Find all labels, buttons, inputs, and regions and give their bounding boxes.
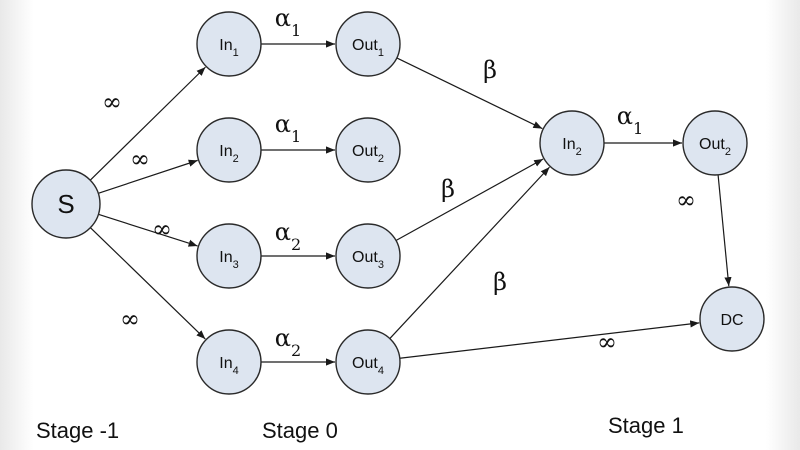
node-circle [335,117,401,183]
node-in4: In4 [196,329,262,395]
edge-weight-label: β [441,175,455,203]
edge-out4-to-dc [399,320,700,359]
node-circle [196,117,262,183]
edge-s-to-in1 [89,66,206,181]
node-circle [31,169,101,239]
node-s: S [31,169,101,239]
edge-weight-label: α2 [275,218,301,254]
edge-s-to-in2a [98,159,198,194]
node-dc: DC [699,286,765,352]
node-circle [196,329,262,395]
node-label: S [57,189,74,219]
edges-layer [89,40,732,366]
edge-out3-to-in2b [395,158,544,242]
node-out2a: Out2 [335,117,401,183]
edge-out4-to-in2b [389,166,550,339]
stage-minus1-label: Stage -1 [36,418,120,443]
node-circle [335,11,401,77]
edge-s-to-in3 [98,213,198,247]
node-circle [699,286,765,352]
stage-1-label: Stage 1 [608,413,684,438]
node-in2b: In2 [539,110,605,176]
edge-weight-label: β [483,56,497,84]
edge-weight-label: α1 [275,4,301,40]
stage-0-label: Stage 0 [262,418,338,443]
node-label: DC [720,312,743,329]
edge-weight-label: ∞ [130,145,150,173]
node-label: Out4 [352,355,384,377]
node-in1: In1 [196,11,262,77]
node-out1: Out1 [335,11,401,77]
node-label: Out1 [352,37,384,59]
node-label: Out2 [352,143,384,165]
edge-weight-label: ∞ [152,215,172,243]
node-label: Out3 [352,249,384,271]
edge-weights-layer: ∞ ∞ ∞ ∞ α1 α1 α2 α2 β β β α1 ∞ ∞ [102,4,696,360]
node-label: Out2 [699,136,731,158]
edge-weight-label: ∞ [102,88,122,116]
edge-weight-label: α1 [617,102,643,138]
edge-weight-label: β [493,268,507,296]
edge-weight-label: ∞ [597,328,617,356]
node-circle [335,329,401,395]
edge-weight-label: ∞ [120,305,140,333]
node-out4: Out4 [335,329,401,395]
edge-weight-label: ∞ [676,186,696,214]
node-in2a: In2 [196,117,262,183]
edge-out1-to-in2b [396,57,543,130]
node-out2b: Out2 [682,110,748,176]
edge-weight-label: α1 [275,110,301,146]
node-circle [539,110,605,176]
edge-s-to-in4 [89,227,206,340]
node-circle [682,110,748,176]
node-circle [196,11,262,77]
node-circle [335,223,401,289]
node-circle [196,223,262,289]
edge-weight-label: α2 [275,324,301,360]
node-in3: In3 [196,223,262,289]
edge-out2b-to-dc [717,174,732,287]
node-out3: Out3 [335,223,401,289]
